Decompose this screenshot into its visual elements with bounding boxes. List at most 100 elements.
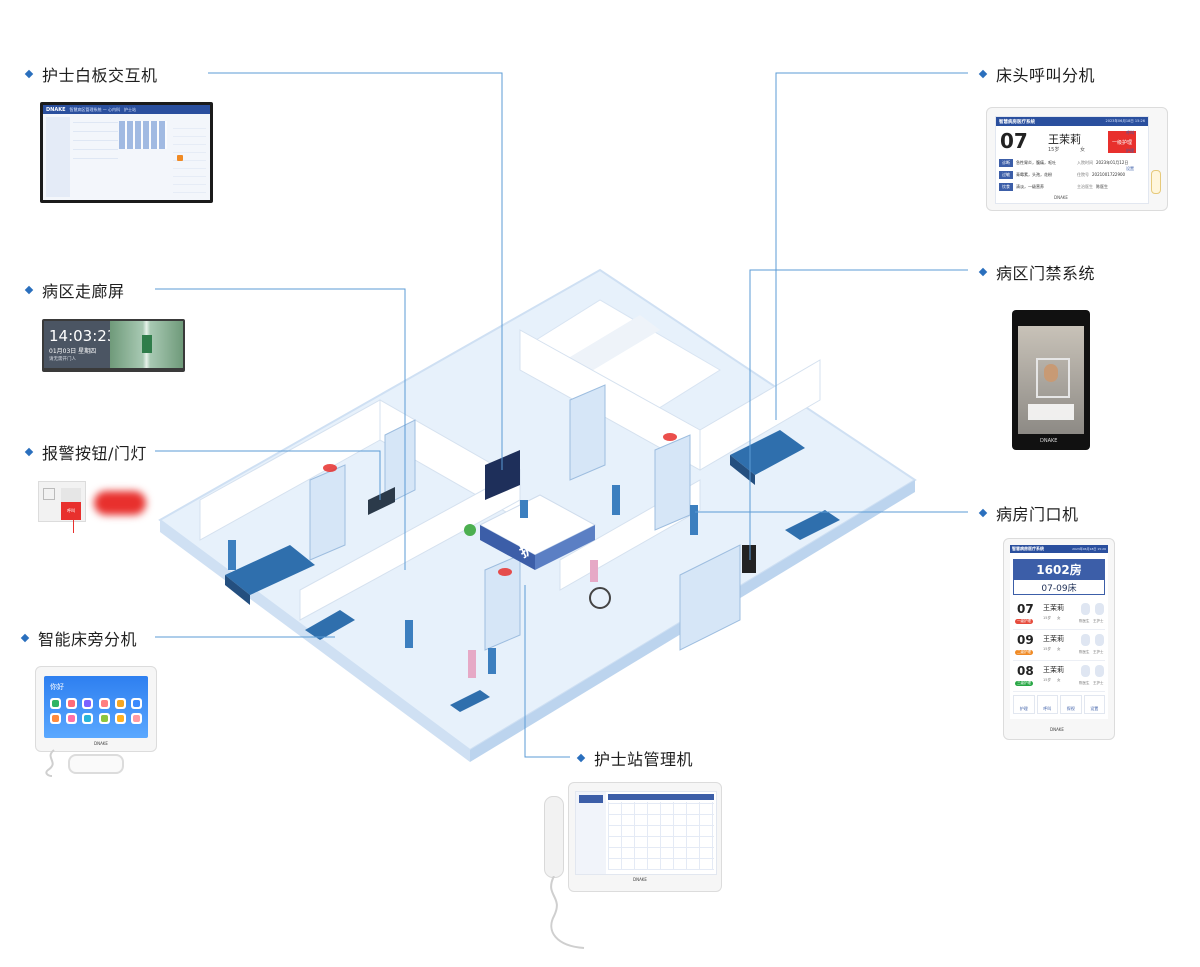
corridor-date: 01月03日 星期四 — [49, 348, 97, 355]
bedside-app-icon[interactable] — [98, 713, 110, 724]
corridor-note: 请无需开门人 — [49, 357, 76, 362]
door-patient-doctor: 陈医生 — [1079, 619, 1090, 623]
label-alarm: 报警按钮/门灯 — [24, 440, 147, 464]
door-patient-age: 15岁 — [1043, 647, 1051, 651]
access-control-device: DNAKE — [1012, 310, 1090, 450]
bedside-app-icon[interactable] — [114, 713, 126, 724]
alarm-side-panel — [43, 488, 55, 500]
bedside-app-icon[interactable] — [82, 698, 94, 709]
bedhead-row-tag: 过敏 — [999, 170, 1013, 179]
bedhead-row-text: 清淡，一级营养 — [1016, 183, 1044, 189]
alarm-pull-button[interactable]: 呼叫 — [61, 502, 81, 520]
label-bedside: 智能床旁分机 — [20, 626, 138, 650]
bedside-app-icon[interactable] — [98, 698, 110, 709]
bedside-greeting: 你好 — [50, 683, 64, 691]
bedhead-side-button[interactable]: 设置 — [1126, 166, 1134, 171]
bedside-app-icon[interactable] — [50, 698, 61, 709]
whiteboard-sidebar — [46, 117, 70, 197]
bedhead-row-key: 住院号 — [1077, 171, 1089, 177]
door-patient-nurse: 王护士 — [1093, 619, 1104, 623]
bedhead-row-tag: 饮食 — [999, 182, 1013, 191]
bedhead-side-button[interactable]: 呼叫 — [1126, 130, 1134, 135]
corridor-time: 14:03:23 — [49, 327, 110, 345]
door-patient-name: 王茉莉 — [1043, 604, 1064, 612]
handset-icon[interactable] — [68, 754, 124, 774]
door-brand: DNAKE — [1050, 727, 1064, 732]
brand-logo: DNAKE — [46, 106, 66, 113]
label-corridor: 病区走廊屏 — [24, 278, 125, 302]
bedside-brand: DNAKE — [94, 741, 108, 746]
alarm-button-device: 呼叫 — [38, 481, 86, 522]
bedside-app-icon[interactable] — [82, 713, 94, 724]
station-sidebar-active — [579, 795, 603, 803]
bedside-screen: 你好 — [44, 676, 148, 738]
door-action-button[interactable]: 呼叫 — [1036, 695, 1058, 714]
door-bed-range: 07-09床 — [1013, 579, 1105, 595]
station-brand: DNAKE — [633, 877, 647, 882]
station-handset-icon[interactable] — [544, 796, 564, 878]
corridor-photo — [110, 321, 183, 368]
label-text: 智能床旁分机 — [38, 630, 138, 649]
nurse-station-device: DNAKE — [568, 782, 722, 892]
door-patient-name: 王茉莉 — [1043, 666, 1064, 674]
doctor-avatar-icon — [1081, 634, 1090, 646]
station-handset-cord-icon — [550, 876, 585, 949]
door-action-button[interactable]: 探视 — [1060, 695, 1082, 714]
bedside-app-icon[interactable] — [130, 713, 142, 724]
door-patient-nurse: 王护士 — [1093, 681, 1104, 685]
station-tab-bar — [608, 794, 714, 800]
bullet-icon — [24, 447, 34, 457]
door-patient-care: 三级护理 — [1015, 681, 1033, 686]
bedhead-patient-age: 15岁 — [1048, 147, 1060, 153]
door-patient-bed: 07 — [1017, 602, 1034, 616]
corridor-screen-device: 14:03:23 01月03日 星期四 请无需开门人 — [42, 319, 185, 372]
door-action-button[interactable]: 设置 — [1083, 695, 1105, 714]
corridor-clock-panel: 14:03:23 01月03日 星期四 请无需开门人 — [44, 321, 110, 368]
doctor-avatar-icon — [1081, 665, 1090, 677]
bedhead-bed-number: 07 — [1000, 129, 1028, 153]
label-door: 病房门口机 — [978, 501, 1079, 525]
door-patient-age: 15岁 — [1043, 678, 1051, 682]
door-patient-gender: 女 — [1057, 678, 1061, 682]
bedside-app-icon[interactable] — [50, 713, 61, 724]
label-station: 护士站管理机 — [576, 746, 693, 770]
door-patient-nurse: 王护士 — [1093, 650, 1104, 654]
bedhead-terminal-device: 智慧病房医疗系统 2023年06月18日 15:26 07 王茉莉 15岁 女 … — [986, 107, 1168, 211]
bedhead-brand: DNAKE — [1054, 195, 1068, 200]
bedhead-side-button[interactable]: 护理 — [1126, 148, 1134, 153]
call-button-icon[interactable] — [1151, 170, 1161, 194]
bedside-app-icon[interactable] — [66, 713, 78, 724]
alarm-top — [61, 488, 81, 502]
bedside-app-icon[interactable] — [66, 698, 78, 709]
station-bed-grid — [608, 802, 714, 870]
bedside-terminal-device: 你好 DNAKE — [35, 666, 157, 752]
label-text: 病房门口机 — [996, 505, 1079, 524]
bedside-app-icon[interactable] — [114, 698, 126, 709]
door-patient-gender: 女 — [1057, 647, 1061, 651]
whiteboard-tab: 护士站 — [124, 106, 137, 112]
nurse-station-screen — [575, 791, 717, 875]
door-patient-doctor: 陈医生 — [1079, 681, 1090, 685]
door-title: 智慧病房医疗系统 — [1012, 546, 1044, 551]
bedside-app-icon[interactable] — [130, 698, 142, 709]
door-patient-name: 王茉莉 — [1043, 635, 1064, 643]
bedhead-row-value: 2021001722900 — [1092, 172, 1126, 177]
bedside-app-grid — [50, 698, 144, 724]
bedhead-header: 智慧病房医疗系统 2023年06月18日 15:26 — [996, 117, 1148, 126]
door-room-number: 1602房 — [1013, 559, 1105, 579]
access-camera-view — [1018, 326, 1084, 434]
bullet-icon — [576, 753, 586, 763]
bedhead-row-key: 入院时间 — [1077, 159, 1093, 165]
bedhead-side-menu: 呼叫护理设置 — [1123, 130, 1137, 172]
bedhead-care-level: 一级护理 — [1108, 131, 1136, 153]
nurse-avatar-icon — [1095, 603, 1104, 615]
nurse-avatar-icon — [1095, 634, 1104, 646]
doctor-avatar-icon — [1081, 603, 1090, 615]
door-action-button[interactable]: 护理 — [1013, 695, 1035, 714]
